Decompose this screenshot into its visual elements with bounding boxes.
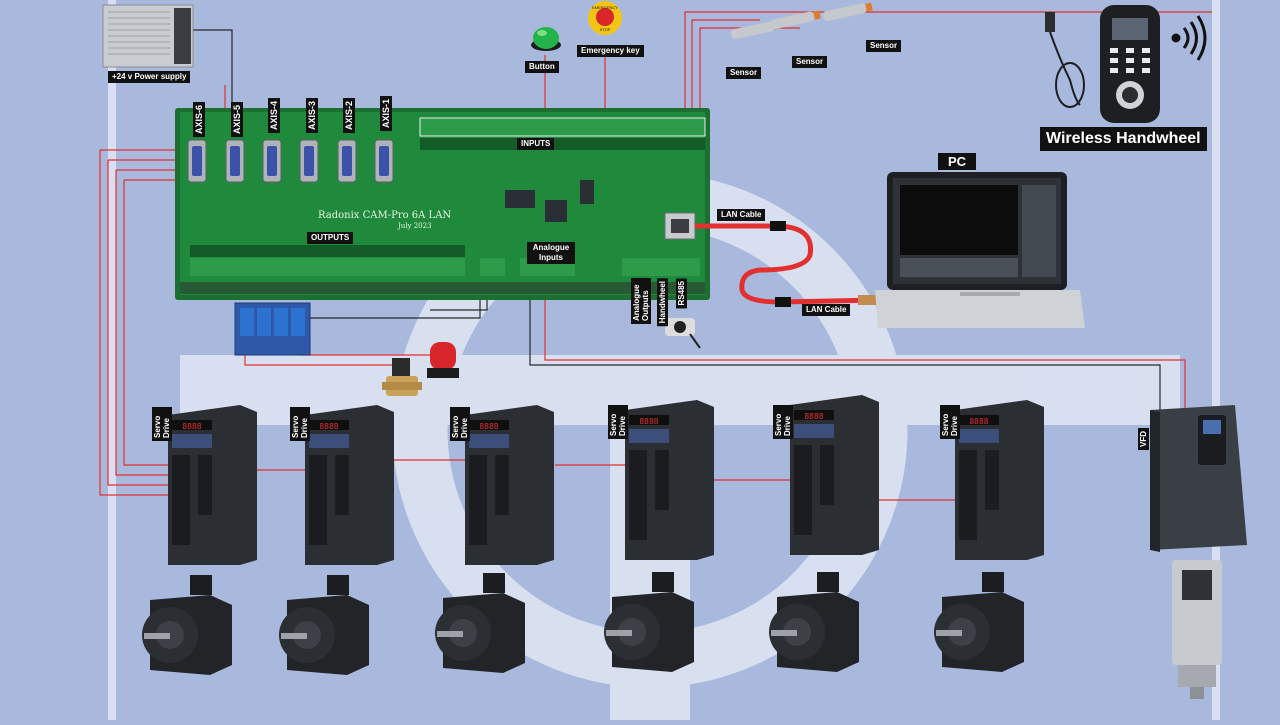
laptop bbox=[875, 172, 1085, 328]
emergency-key-label: Emergency key bbox=[577, 45, 644, 57]
servo-motor-5 bbox=[769, 572, 859, 672]
handwheel-label: Handwheel bbox=[657, 278, 668, 327]
servo-drive-label-2: Servo Drive bbox=[290, 407, 310, 441]
axis-label-3: AXIS-3 bbox=[306, 98, 318, 134]
servo-drive-4: 8888 bbox=[625, 400, 714, 560]
rs485-label: RS485 bbox=[676, 278, 687, 309]
svg-text:8888: 8888 bbox=[639, 417, 658, 426]
wireless-icon bbox=[1171, 15, 1207, 61]
sensor-label-2: Sensor bbox=[792, 56, 828, 68]
servo-drives: 8888 8888 8888 8888 8888 bbox=[168, 395, 1044, 565]
servo-motor-2 bbox=[279, 575, 369, 675]
vfd-label: VFD bbox=[1138, 428, 1149, 450]
controller-board bbox=[175, 108, 710, 300]
outputs-label: OUTPUTS bbox=[307, 232, 354, 244]
servo-drive-3: 8888 bbox=[465, 405, 554, 565]
svg-text:8888: 8888 bbox=[969, 417, 988, 426]
analogue-inputs-label: Analogue Inputs bbox=[527, 242, 575, 264]
servo-drive-1: 8888 bbox=[168, 405, 257, 565]
warning-light bbox=[427, 342, 459, 378]
servo-motor-6 bbox=[934, 572, 1024, 672]
emergency-stop: EMERGENCY STOP bbox=[588, 1, 622, 35]
svg-text:EMERGENCY: EMERGENCY bbox=[592, 5, 618, 10]
axis-label-2: AXIS-2 bbox=[343, 98, 355, 134]
button-label: Button bbox=[525, 61, 559, 73]
servo-drive-label-6: Servo Drive bbox=[940, 405, 960, 439]
servo-motor-3 bbox=[435, 573, 525, 673]
lan-cable-label-1: LAN Cable bbox=[717, 209, 766, 221]
svg-text:8888: 8888 bbox=[319, 422, 338, 431]
svg-text:8888: 8888 bbox=[479, 422, 498, 431]
board-date: July 2023 bbox=[398, 222, 432, 230]
handwheel-device bbox=[665, 318, 701, 349]
pc-label: PC bbox=[938, 153, 977, 170]
proximity-sensors bbox=[730, 2, 873, 40]
servo-drive-label-3: Servo Drive bbox=[450, 407, 470, 441]
relay-module bbox=[234, 302, 311, 356]
servo-drive-label-5: Servo Drive bbox=[773, 405, 793, 439]
solenoid-valve bbox=[382, 358, 422, 396]
servo-motors bbox=[142, 572, 1024, 675]
svg-text:8888: 8888 bbox=[182, 422, 201, 431]
servo-motor-1 bbox=[142, 575, 232, 675]
lan-cable-label-2: LAN Cable bbox=[802, 304, 851, 316]
axis-label-4: AXIS-4 bbox=[268, 98, 280, 134]
servo-drive-label-1: Servo Drive bbox=[152, 407, 172, 441]
analogue-outputs-label: Analogue Outputs bbox=[631, 278, 651, 324]
board-name: Radonix CAM-Pro 6A LAN bbox=[318, 210, 452, 221]
power-supply bbox=[102, 4, 194, 68]
servo-drive-6: 8888 bbox=[955, 400, 1044, 560]
wireless-pendant bbox=[1045, 5, 1160, 123]
vfd-unit bbox=[1150, 405, 1247, 552]
spindle-motor bbox=[1172, 560, 1222, 699]
power-supply-label: +24 v Power supply bbox=[108, 71, 191, 83]
svg-text:STOP: STOP bbox=[600, 27, 611, 32]
input-terminals bbox=[419, 117, 706, 150]
servo-motor-4 bbox=[604, 572, 694, 672]
sensor-label-1: Sensor bbox=[726, 67, 762, 79]
inputs-label: INPUTS bbox=[517, 138, 555, 150]
wireless-handwheel-label: Wireless Handwheel bbox=[1040, 127, 1207, 151]
svg-text:8888: 8888 bbox=[804, 412, 823, 421]
sensor-label-3: Sensor bbox=[866, 40, 902, 52]
axis-label-5: AXIS-5 bbox=[231, 102, 243, 138]
axis-label-1: AXIS-1 bbox=[380, 96, 392, 132]
servo-drive-5: 8888 bbox=[790, 395, 879, 555]
green-button bbox=[531, 27, 561, 51]
servo-drive-2: 8888 bbox=[305, 405, 394, 565]
servo-drive-label-4: Servo Drive bbox=[608, 405, 628, 439]
axis-label-6: AXIS-6 bbox=[193, 102, 205, 138]
lan-cable bbox=[695, 221, 881, 307]
